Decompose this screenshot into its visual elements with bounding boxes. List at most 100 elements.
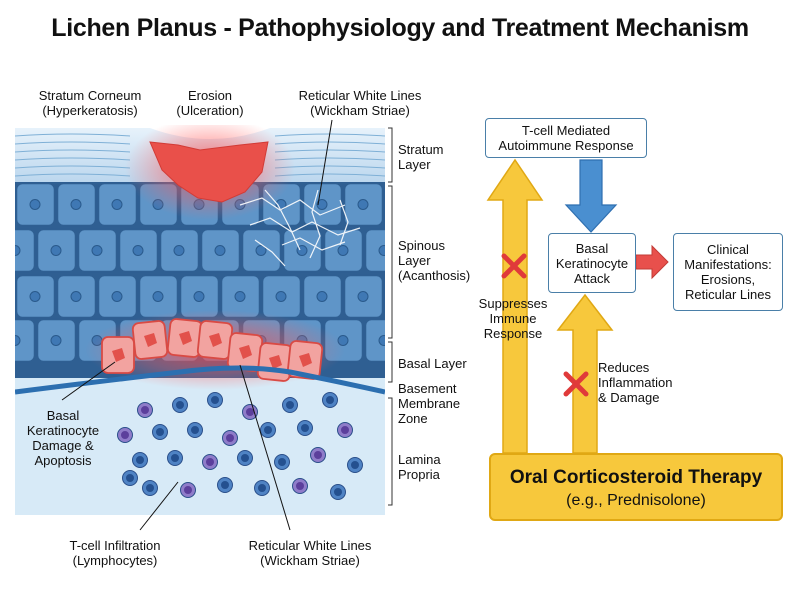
cell-nucleus xyxy=(91,245,103,256)
cell-nucleus xyxy=(70,199,82,210)
keratinocyte-cell xyxy=(384,187,385,222)
keratinocyte-cell xyxy=(15,318,36,363)
therapy-title: Oral Corticosteroid Therapy xyxy=(509,467,763,488)
lymphocyte-nucleus xyxy=(241,454,249,462)
therapy-box: Oral Corticosteroid Therapy (e.g., Predn… xyxy=(489,453,783,521)
inhibit-x-icon xyxy=(501,253,527,279)
cell-nucleus xyxy=(15,245,21,256)
label-reticular-bottom: Reticular White Lines(Wickham Striae) xyxy=(248,538,372,568)
lymphocyte-nucleus xyxy=(146,484,154,492)
lymphocyte-nucleus xyxy=(278,458,286,466)
lymphocyte-nucleus xyxy=(191,426,199,434)
arrow-down-icon xyxy=(564,159,618,233)
lymphocyte-nucleus xyxy=(184,486,192,494)
keratinocyte-cell xyxy=(364,228,385,273)
lymphocyte-nucleus xyxy=(136,456,144,464)
basement-membrane xyxy=(15,365,385,395)
cell-nucleus xyxy=(255,245,267,256)
inhibit-x-icon xyxy=(563,371,589,397)
cell-nucleus xyxy=(316,199,328,210)
lymphocyte-nucleus xyxy=(171,454,179,462)
cell-nucleus xyxy=(234,291,246,302)
keratin-line xyxy=(15,141,385,145)
label-tcell-infiltration: T-cell Infiltration(Lymphocytes) xyxy=(69,538,161,568)
lymphocyte-nucleus xyxy=(258,484,266,492)
lymphocyte-nucleus xyxy=(206,458,214,466)
fragmented-nucleus xyxy=(112,348,125,362)
lymphocyte-nucleus xyxy=(351,461,359,469)
cell-nucleus xyxy=(193,291,205,302)
cell-nucleus xyxy=(152,291,164,302)
lymphocyte-nucleus xyxy=(246,408,254,416)
cell-nucleus xyxy=(378,335,385,346)
cell-nucleus xyxy=(50,335,62,346)
leader-lines xyxy=(61,119,333,531)
keratinocyte-cell xyxy=(364,318,385,363)
lymphocyte-nucleus xyxy=(226,434,234,442)
cell-nucleus xyxy=(275,291,287,302)
fragmented-nucleus xyxy=(209,333,222,347)
fragmented-nucleus xyxy=(239,345,252,359)
page-title: Lichen Planus - Pathophysiology and Trea… xyxy=(51,14,749,42)
fragmented-nucleus xyxy=(299,353,312,367)
cell-nucleus xyxy=(111,199,123,210)
label-basal-layer: Basal Layer xyxy=(398,356,467,371)
arrow-up-icon xyxy=(486,158,544,454)
lymphocyte-nucleus xyxy=(314,451,322,459)
lymphocyte-nucleus xyxy=(334,488,342,496)
cell-nucleus xyxy=(173,245,185,256)
lymphocyte-nucleus xyxy=(326,396,334,404)
lymphocytes xyxy=(117,392,363,500)
cell-nucleus xyxy=(357,291,369,302)
arrow-right-icon xyxy=(635,244,669,280)
cell-nucleus xyxy=(357,199,369,210)
cell-nucleus xyxy=(29,199,41,210)
label-reticular-top: Reticular White Lines(Wickham Striae) xyxy=(298,88,422,118)
lymphocyte-nucleus xyxy=(264,426,272,434)
lymphocyte-nucleus xyxy=(341,426,349,434)
label-erosion: Erosion(Ulceration) xyxy=(176,88,244,118)
cell-nucleus xyxy=(50,245,62,256)
lymphocyte-nucleus xyxy=(176,401,184,409)
therapy-subtitle: (e.g., Prednisolone) xyxy=(566,492,706,509)
cell-nucleus xyxy=(111,291,123,302)
lymphocyte-nucleus xyxy=(301,424,309,432)
cell-nucleus xyxy=(15,335,21,346)
fragmented-nucleus xyxy=(269,355,282,369)
lymphocyte-nucleus xyxy=(211,396,219,404)
lymphocyte-nucleus xyxy=(286,401,294,409)
keratinocyte-cell xyxy=(15,228,36,273)
cell-nucleus xyxy=(132,245,144,256)
fragmented-nucleus xyxy=(179,331,192,345)
lymphocyte-nucleus xyxy=(121,431,129,439)
cell-nucleus xyxy=(29,291,41,302)
lymphocyte-nucleus xyxy=(141,406,149,414)
cell-nucleus xyxy=(399,292,409,302)
lymphocyte-nucleus xyxy=(296,482,304,490)
cell-nucleus xyxy=(70,291,82,302)
cell-nucleus xyxy=(378,245,385,256)
cell-nucleus xyxy=(214,245,226,256)
lymphocyte-nucleus xyxy=(221,481,229,489)
cell-nucleus xyxy=(337,245,349,256)
cell-nucleus xyxy=(316,291,328,302)
layer-brackets xyxy=(388,127,393,506)
fragmented-nucleus xyxy=(144,333,157,347)
lymphocyte-nucleus xyxy=(126,474,134,482)
wickham-striae xyxy=(239,189,361,267)
cell-nucleus xyxy=(399,200,409,210)
erosion-ulcer xyxy=(149,141,269,203)
lymphocyte-nucleus xyxy=(156,428,164,436)
label-stratum-corneum: Stratum Corneum(Hyperkeratosis) xyxy=(38,88,142,118)
